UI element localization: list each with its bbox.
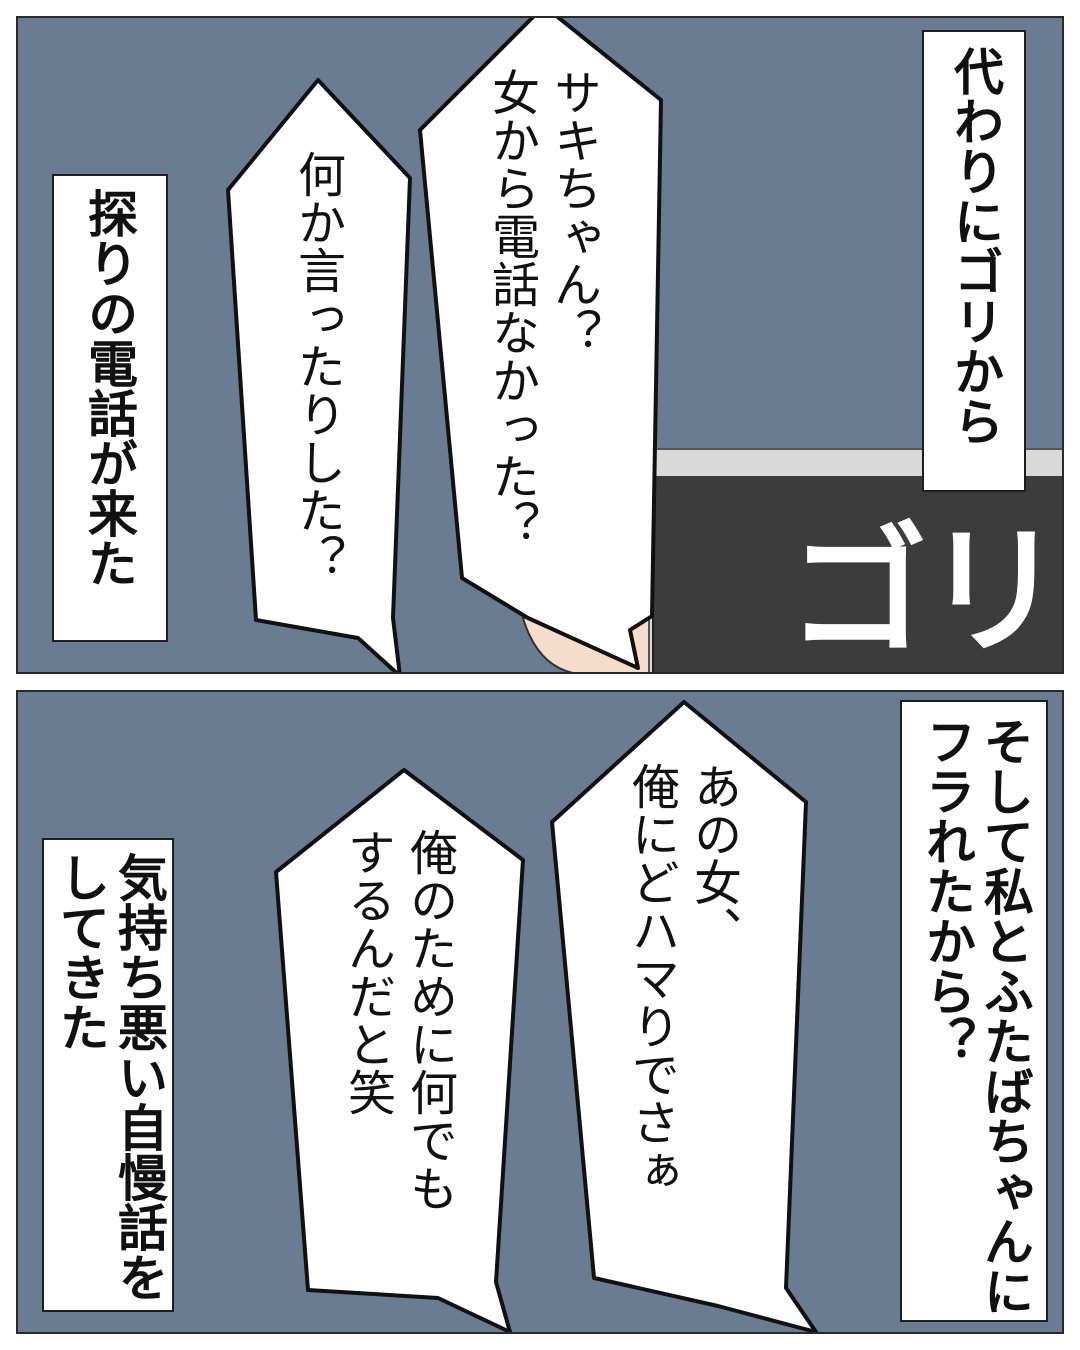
speech-bubbles-panel-2 [274, 700, 818, 1332]
narration-text-left: 探りの電話が来た [80, 188, 138, 588]
narration-box-right [922, 30, 1026, 492]
speech-bubble-3 [550, 700, 818, 1332]
narration-box-left [52, 174, 168, 642]
speech-bubble-2 [226, 78, 412, 672]
narration-box-left [42, 838, 174, 1312]
speech-bubbles-panel-1 [226, 18, 663, 672]
phone-screen [652, 476, 1062, 672]
speech-text-4: 俺のために何でも するんだと笑 [339, 828, 457, 1212]
narration-text-left: 気持ち悪い自慢話を してきた [52, 852, 168, 1302]
comic-panel-2: そして私とふたばちゃんに フラれたから？ 気持ち悪い自慢話を してきた あの女、… [16, 690, 1064, 1334]
narration-box-right [900, 700, 1048, 1322]
speech-text-3: あの女、 俺にどハマりでさぁ [623, 762, 741, 1194]
narration-text-right: そして私とふたばちゃんに フラれたから？ [918, 716, 1034, 1316]
speech-text-1: サキちゃん？ 女から電話なかった？ [483, 68, 601, 548]
speech-text-2: 何か言ったりした？ [289, 150, 345, 582]
comic-panel-1: ゴリ 代わりにゴリから 探りの電話が来た サキちゃん？ 女から電話なかった？ 何… [16, 16, 1064, 674]
caller-name-label: ゴリ [788, 511, 1062, 674]
speech-bubble-4 [274, 768, 525, 1332]
speech-bubble-1 [418, 18, 663, 670]
narration-text-right: 代わりにゴリから [946, 46, 1004, 446]
